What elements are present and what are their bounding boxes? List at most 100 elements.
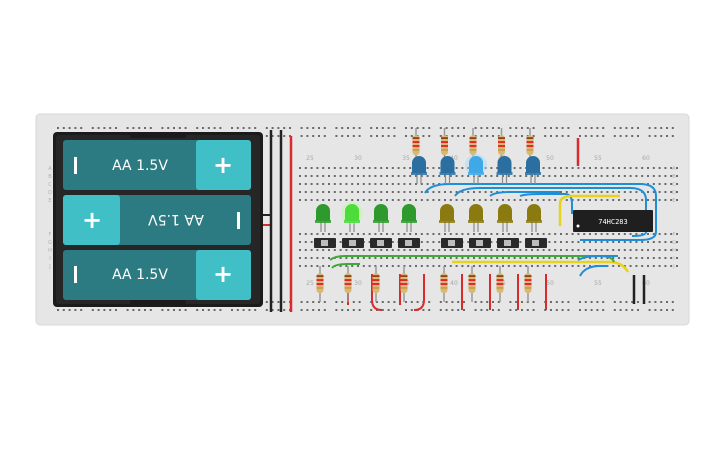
breadboard-hole[interactable] — [670, 199, 673, 201]
breadboard-hole[interactable] — [490, 167, 493, 169]
breadboard-hole[interactable] — [144, 127, 146, 129]
breadboard-hole[interactable] — [496, 191, 499, 193]
breadboard-hole[interactable] — [525, 265, 528, 267]
breadboard-hole[interactable] — [519, 265, 522, 267]
breadboard-hole[interactable] — [629, 257, 632, 259]
breadboard-hole[interactable] — [641, 241, 644, 243]
breadboard-hole[interactable] — [439, 127, 442, 129]
breadboard-hole[interactable] — [300, 309, 303, 311]
breadboard-hole[interactable] — [351, 249, 354, 251]
breadboard-hole[interactable] — [635, 167, 638, 169]
breadboard-hole[interactable] — [426, 265, 429, 267]
breadboard-hole[interactable] — [357, 265, 359, 267]
breadboard-hole[interactable] — [333, 249, 336, 251]
breadboard-hole[interactable] — [362, 265, 365, 267]
breadboard-hole[interactable] — [422, 309, 425, 311]
breadboard-hole[interactable] — [623, 233, 626, 235]
breadboard-hole[interactable] — [637, 135, 639, 137]
breadboard-hole[interactable] — [594, 175, 597, 177]
breadboard-hole[interactable] — [484, 249, 487, 251]
breadboard-hole[interactable] — [583, 175, 586, 177]
breadboard-hole[interactable] — [676, 199, 678, 201]
breadboard-hole[interactable] — [444, 257, 446, 259]
breadboard-hole[interactable] — [554, 257, 557, 259]
breadboard-hole[interactable] — [565, 191, 568, 193]
breadboard-hole[interactable] — [403, 257, 406, 259]
breadboard-hole[interactable] — [352, 301, 355, 303]
breadboard-hole[interactable] — [525, 233, 528, 235]
breadboard-hole[interactable] — [589, 233, 591, 235]
breadboard-hole[interactable] — [571, 175, 574, 177]
breadboard-hole[interactable] — [600, 233, 603, 235]
breadboard-hole[interactable] — [368, 233, 371, 235]
breadboard-hole[interactable] — [368, 199, 371, 201]
breadboard-hole[interactable] — [403, 233, 406, 235]
breadboard-hole[interactable] — [304, 241, 307, 243]
breadboard-hole[interactable] — [507, 233, 510, 235]
breadboard-hole[interactable] — [548, 167, 551, 169]
breadboard-hole[interactable] — [623, 191, 626, 193]
breadboard-hole[interactable] — [596, 301, 599, 303]
breadboard-hole[interactable] — [403, 167, 406, 169]
breadboard-hole[interactable] — [426, 257, 429, 259]
breadboard-hole[interactable] — [391, 249, 394, 251]
breadboard-hole[interactable] — [521, 309, 523, 311]
breadboard-hole[interactable] — [231, 127, 233, 129]
breadboard-hole[interactable] — [374, 183, 377, 185]
breadboard-hole[interactable] — [167, 127, 170, 129]
breadboard-hole[interactable] — [577, 175, 580, 177]
breadboard-hole[interactable] — [455, 233, 458, 235]
breadboard-hole[interactable] — [484, 265, 487, 267]
breadboard-hole[interactable] — [387, 135, 390, 137]
breadboard-hole[interactable] — [612, 265, 615, 267]
breadboard-hole[interactable] — [584, 301, 587, 303]
breadboard-hole[interactable] — [403, 183, 406, 185]
breadboard-hole[interactable] — [289, 127, 291, 129]
breadboard-hole[interactable] — [144, 309, 146, 311]
breadboard-hole[interactable] — [652, 191, 655, 193]
breadboard-hole[interactable] — [420, 249, 423, 251]
breadboard-hole[interactable] — [323, 309, 326, 311]
breadboard-hole[interactable] — [623, 241, 626, 243]
breadboard-hole[interactable] — [357, 249, 359, 251]
breadboard-hole[interactable] — [641, 265, 644, 267]
resistor[interactable] — [440, 266, 448, 302]
breadboard-hole[interactable] — [490, 233, 493, 235]
breadboard-hole[interactable] — [438, 241, 441, 243]
breadboard-hole[interactable] — [444, 199, 446, 201]
breadboard-hole[interactable] — [594, 199, 597, 201]
breadboard-hole[interactable] — [316, 265, 319, 267]
led[interactable] — [373, 204, 389, 232]
led[interactable] — [315, 204, 331, 232]
breadboard-hole[interactable] — [299, 191, 301, 193]
breadboard-hole[interactable] — [612, 257, 615, 259]
breadboard-hole[interactable] — [648, 127, 651, 129]
breadboard-hole[interactable] — [584, 309, 587, 311]
led[interactable] — [439, 156, 456, 184]
breadboard-hole[interactable] — [312, 127, 315, 129]
breadboard-hole[interactable] — [299, 199, 301, 201]
breadboard-hole[interactable] — [658, 183, 661, 185]
breadboard-hole[interactable] — [623, 199, 626, 201]
breadboard-hole[interactable] — [463, 301, 465, 303]
breadboard-hole[interactable] — [490, 241, 493, 243]
led[interactable] — [526, 204, 542, 232]
breadboard-hole[interactable] — [362, 233, 365, 235]
breadboard-hole[interactable] — [496, 265, 499, 267]
breadboard-hole[interactable] — [676, 191, 678, 193]
breadboard-hole[interactable] — [561, 127, 564, 129]
breadboard-hole[interactable] — [565, 257, 568, 259]
breadboard-hole[interactable] — [397, 233, 400, 235]
breadboard-hole[interactable] — [347, 127, 349, 129]
breadboard-hole[interactable] — [386, 191, 388, 193]
breadboard-hole[interactable] — [405, 127, 407, 129]
breadboard-hole[interactable] — [248, 309, 251, 311]
breadboard-hole[interactable] — [606, 249, 609, 251]
breadboard-hole[interactable] — [478, 249, 481, 251]
breadboard-hole[interactable] — [664, 167, 667, 169]
breadboard-hole[interactable] — [565, 199, 568, 201]
breadboard-hole[interactable] — [420, 175, 423, 177]
breadboard-hole[interactable] — [387, 127, 390, 129]
breadboard-hole[interactable] — [299, 265, 301, 267]
breadboard-hole[interactable] — [467, 241, 470, 243]
